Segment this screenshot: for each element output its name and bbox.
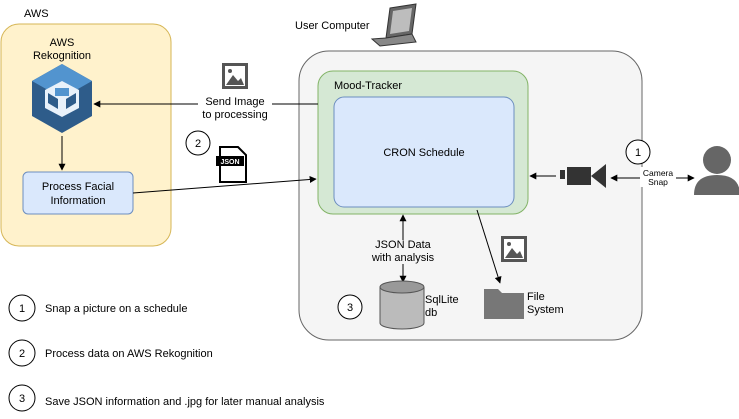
- process-facial-line2: Information: [50, 195, 105, 207]
- rekognition-label-line1: AWS: [50, 37, 75, 49]
- json-data-label-line1: JSON Data: [375, 239, 432, 251]
- filesystem-label-line1: File: [527, 291, 545, 303]
- step-marker-2: 2: [185, 130, 211, 156]
- process-to-mood-arrow: [132, 175, 317, 194]
- legend-step-2-text: Process data on AWS Rekognition: [45, 348, 213, 360]
- legend-step-3: 3 Save JSON information and .jpg for lat…: [8, 384, 325, 412]
- process-facial-line1: Process Facial: [42, 181, 114, 193]
- camera-snap-label-bg: [640, 167, 676, 187]
- step-marker-1-number: 1: [635, 147, 641, 159]
- step-marker-1: 1: [625, 139, 651, 165]
- filesystem-label-line2: System: [527, 304, 564, 316]
- database-icon: [379, 280, 425, 330]
- json-file-icon-text: JSON: [220, 159, 239, 166]
- mood-to-filesystem-arrow: [476, 209, 502, 284]
- database-label-line2: db: [425, 307, 437, 319]
- user-icon: [694, 146, 739, 195]
- rekognition-label-line2: Rekognition: [33, 50, 91, 62]
- legend-step-3-number: 3: [19, 393, 25, 405]
- mood-tracker-label: Mood-Tracker: [334, 80, 402, 92]
- process-facial-box: Process Facial Information: [22, 171, 134, 215]
- aws-region-label: AWS: [24, 8, 49, 20]
- user-computer-label: User Computer: [295, 20, 370, 32]
- legend-step-1-number: 1: [19, 303, 25, 315]
- json-file-icon: JSON: [216, 146, 247, 183]
- filesystem-image-icon: [501, 236, 527, 262]
- folder-icon: [484, 289, 524, 319]
- database-label-line1: SqlLite: [425, 294, 459, 306]
- camera-icon: [560, 164, 606, 188]
- image-icon: [222, 63, 248, 89]
- rekognition-icon: [32, 64, 92, 133]
- step-marker-3-number: 3: [347, 302, 353, 314]
- cron-schedule-label: CRON Schedule: [383, 147, 464, 159]
- laptop-icon: [370, 3, 417, 47]
- send-image-label-line1: Send Image: [205, 96, 264, 108]
- legend-step-2-number: 2: [19, 348, 25, 360]
- legend-step-2: 2 Process data on AWS Rekognition: [8, 339, 213, 367]
- json-data-label-line2: with analysis: [371, 252, 435, 264]
- step-marker-2-number: 2: [195, 138, 201, 150]
- send-image-label-bg: [198, 94, 272, 122]
- legend-step-1-text: Snap a picture on a schedule: [45, 303, 188, 315]
- legend-step-3-text: Save JSON information and .jpg for later…: [45, 396, 325, 408]
- step-marker-3: 3: [337, 294, 363, 320]
- legend-step-1: 1 Snap a picture on a schedule: [8, 294, 188, 322]
- camera-snap-label-line2: Snap: [648, 177, 668, 187]
- send-image-label-line2: to processing: [202, 109, 267, 121]
- camera-snap-label-line1: Camera: [643, 168, 674, 178]
- cron-schedule-box: CRON Schedule: [333, 96, 515, 208]
